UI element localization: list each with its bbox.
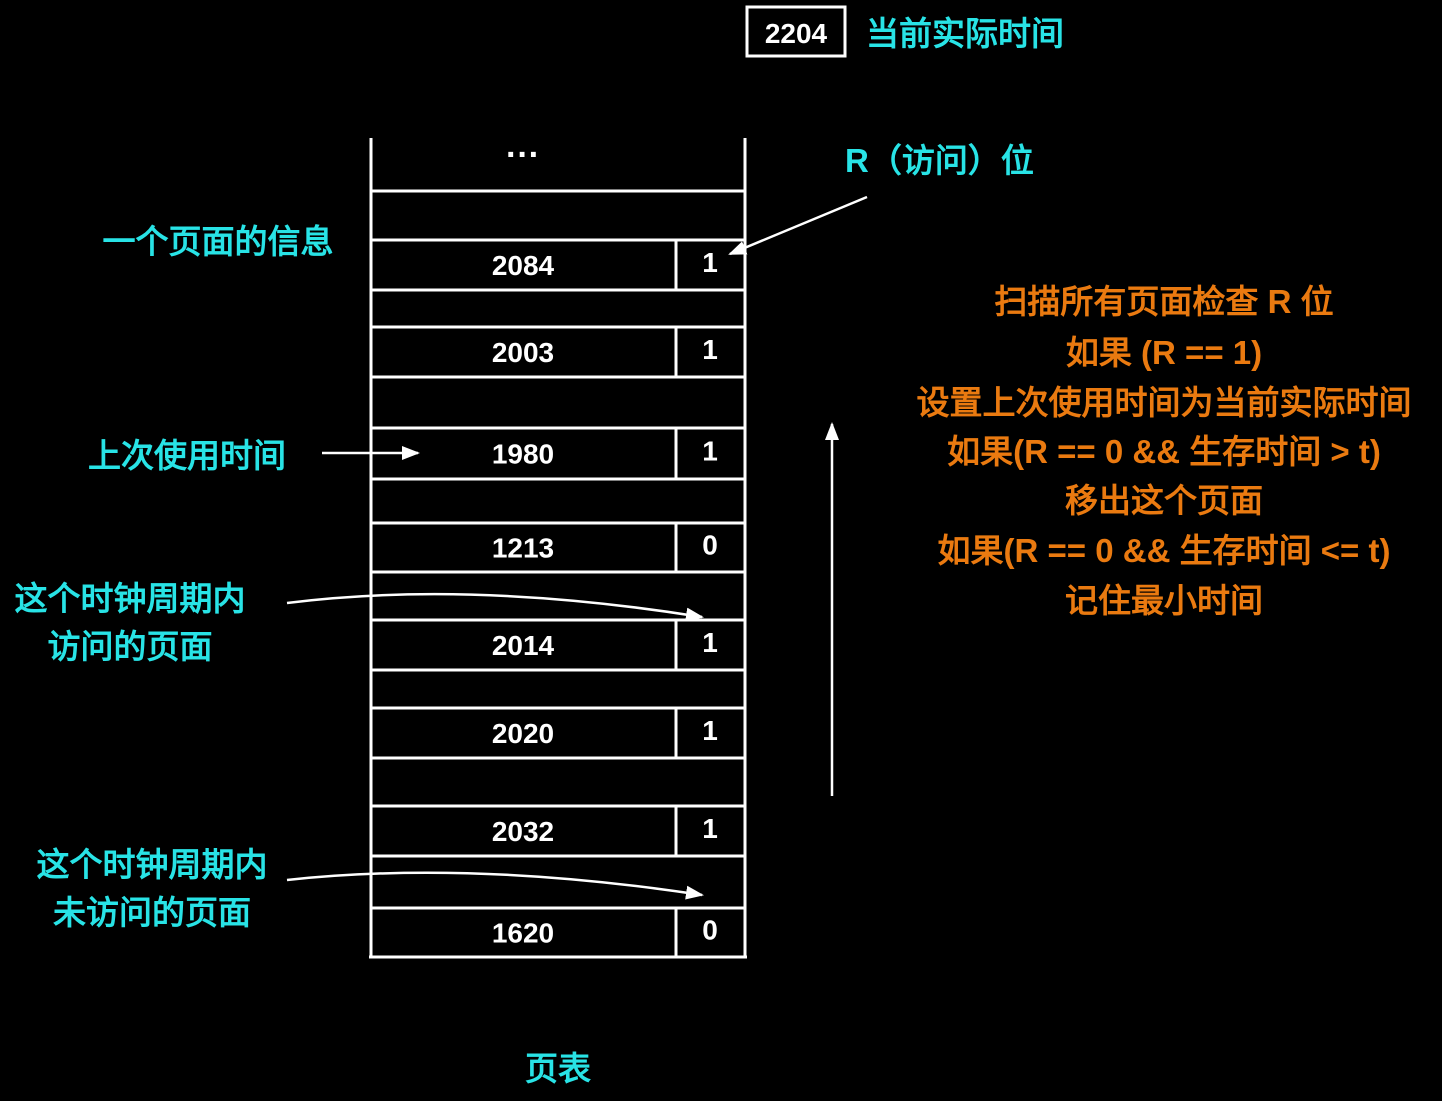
page-entry-row: 2032 1: [492, 806, 718, 856]
last-used-time: 1980: [492, 439, 554, 470]
not-accessed-arrow: [286, 871, 704, 900]
page-entry-row: 1980 1: [492, 428, 718, 479]
current-time-box: [745, 5, 847, 58]
last-used-label: 上次使用时间: [88, 437, 286, 474]
last-used-time: 2032: [492, 816, 554, 847]
algorithm-line: 设置上次使用时间为当前实际时间: [917, 384, 1412, 421]
algorithm-line: 如果 (R == 1): [1066, 334, 1262, 371]
page-entry-row: 1213 0: [492, 523, 718, 572]
r-bit-value: 1: [702, 436, 718, 467]
not-accessed-label-line1: 这个时钟周期内: [37, 846, 268, 883]
accessed-arrow: [286, 592, 704, 622]
r-bit-value: 1: [702, 334, 718, 365]
algorithm-line: 扫描所有页面检查 R 位: [994, 283, 1333, 320]
last-used-time: 2014: [492, 630, 555, 661]
page-entry-row: 2003 1: [492, 327, 718, 377]
last-used-time: 2084: [492, 250, 555, 281]
current-time-label: 当前实际时间: [866, 15, 1064, 52]
algorithm-line: 记住最小时间: [1065, 582, 1263, 619]
algorithm-text: 扫描所有页面检查 R 位如果 (R == 1) 设置上次使用时间为当前实际时间如果…: [917, 283, 1412, 619]
algorithm-line: 如果(R == 0 && 生存时间 <= t): [938, 532, 1391, 569]
r-bit-arrow: [728, 195, 868, 256]
r-bit-value: 0: [702, 915, 718, 946]
not-accessed-label-line2: 未访问的页面: [53, 894, 251, 931]
r-bit-value: 1: [702, 627, 718, 658]
r-bit-value: 0: [702, 530, 718, 561]
table-caption: 页表: [525, 1050, 591, 1087]
page-entry-row: 2014 1: [492, 620, 718, 670]
r-bit-label: R（访问）位: [845, 142, 1034, 179]
last-used-time: 1213: [492, 533, 554, 564]
last-used-time: 1620: [492, 918, 554, 949]
table-ellipsis: ···: [506, 136, 540, 174]
accessed-label-line1: 这个时钟周期内: [15, 580, 246, 617]
page-entry-row: 1620 0: [492, 908, 718, 957]
last-used-time: 2003: [492, 337, 554, 368]
page-entry-row: 2084 1: [492, 240, 718, 290]
page-entry-row: 2020 1: [492, 708, 718, 758]
r-bit-value: 1: [702, 247, 718, 278]
algorithm-line: 移出这个页面: [1065, 482, 1263, 519]
current-time-value: 2204: [765, 18, 828, 49]
r-bit-value: 1: [702, 813, 718, 844]
page-info-label: 一个页面的信息: [103, 223, 334, 260]
algorithm-line: 如果(R == 0 && 生存时间 > t): [947, 433, 1381, 470]
accessed-label-line2: 访问的页面: [48, 628, 213, 665]
last-used-time: 2020: [492, 718, 554, 749]
r-bit-value: 1: [702, 715, 718, 746]
